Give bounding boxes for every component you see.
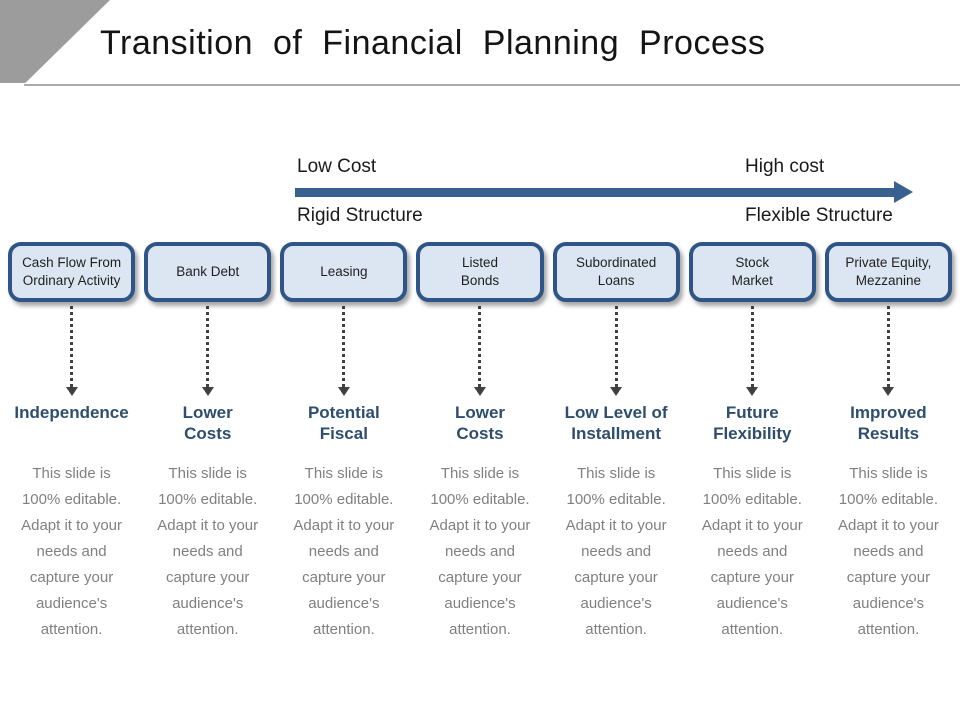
axis-label-low-cost: Low Cost <box>297 156 377 177</box>
dotted-arrow <box>65 306 78 396</box>
arrow-down-icon <box>473 387 486 396</box>
arrow-down-icon <box>610 387 623 396</box>
dotted-arrow <box>746 306 759 396</box>
placeholder-text: This slide is 100% editable. Adapt it to… <box>565 465 667 638</box>
stage-box: Cash Flow From Ordinary Activity <box>8 242 136 302</box>
stage-column-6: Stock Market Future Flexibility This sli… <box>688 242 816 643</box>
benefit-label: Lower Costs <box>454 403 506 443</box>
stage-box: Stock Market <box>688 242 816 302</box>
stage-box: Subordinated Loans <box>552 242 680 302</box>
dotted-arrow <box>882 306 895 396</box>
placeholder-text: This slide is 100% editable. Adapt it to… <box>701 465 803 638</box>
dotted-line <box>886 306 890 387</box>
arrow-down-icon <box>746 387 759 396</box>
stage-column-4: Listed Bonds Lower Costs This slide is 1… <box>416 242 544 643</box>
stage-box: Listed Bonds <box>416 242 544 302</box>
stage-box-label: Subordinated Loans <box>575 255 657 288</box>
arrow-down-icon <box>65 387 78 396</box>
stage-box-label: Stock Market <box>731 255 773 288</box>
arrow-down-icon <box>337 387 350 396</box>
placeholder-text: This slide is 100% editable. Adapt it to… <box>21 465 123 638</box>
benefit-label: Potential Fiscal <box>307 403 380 443</box>
stage-box-label: Leasing <box>320 264 368 280</box>
stage-box: Leasing <box>280 242 408 302</box>
stage-column-7: Private Equity, Mezzanine Improved Resul… <box>824 242 952 643</box>
cost-axis-arrow <box>295 181 915 203</box>
corner-accent-shape <box>0 0 110 83</box>
dotted-arrow <box>473 306 486 396</box>
placeholder-text: This slide is 100% editable. Adapt it to… <box>429 465 531 638</box>
dotted-line <box>70 306 74 387</box>
stage-column-1: Cash Flow From Ordinary Activity Indepen… <box>8 242 136 643</box>
dotted-line <box>206 306 210 387</box>
dotted-arrow <box>201 306 214 396</box>
dotted-line <box>342 306 346 387</box>
placeholder-text: This slide is 100% editable. Adapt it to… <box>837 465 939 638</box>
arrow-right-icon <box>894 181 913 203</box>
page-title: Transition of Financial Planning Process <box>100 24 766 62</box>
stage-box: Bank Debt <box>144 242 272 302</box>
stages-grid: Cash Flow From Ordinary Activity Indepen… <box>8 242 952 643</box>
benefit-label: Lower Costs <box>182 403 233 443</box>
dotted-arrow <box>337 306 350 396</box>
axis-label-rigid-structure: Rigid Structure <box>297 205 423 226</box>
arrow-down-icon <box>882 387 895 396</box>
axis-label-flexible-structure: Flexible Structure <box>745 205 893 226</box>
arrow-shaft <box>295 188 894 197</box>
benefit-label: Low Level of Installment <box>564 403 668 443</box>
title-divider <box>24 84 960 86</box>
stage-column-5: Subordinated Loans Low Level of Installm… <box>552 242 680 643</box>
placeholder-text: This slide is 100% editable. Adapt it to… <box>157 465 259 638</box>
stage-column-2: Bank Debt Lower Costs This slide is 100%… <box>144 242 272 643</box>
benefit-label: Independence <box>14 403 129 422</box>
axis-label-high-cost: High cost <box>745 156 825 177</box>
dotted-line <box>614 306 618 387</box>
placeholder-text: This slide is 100% editable. Adapt it to… <box>293 465 395 638</box>
stage-box-label: Listed Bonds <box>460 255 500 288</box>
stage-box: Private Equity, Mezzanine <box>824 242 952 302</box>
stage-box-label: Cash Flow From Ordinary Activity <box>22 255 122 288</box>
benefit-label: Future Flexibility <box>713 403 792 443</box>
benefit-label: Improved Results <box>850 403 927 443</box>
dotted-arrow <box>610 306 623 396</box>
dotted-line <box>478 306 482 387</box>
stage-column-3: Leasing Potential Fiscal This slide is 1… <box>280 242 408 643</box>
stage-box-label: Private Equity, Mezzanine <box>845 255 932 288</box>
arrow-down-icon <box>201 387 214 396</box>
dotted-line <box>750 306 754 387</box>
stage-box-label: Bank Debt <box>176 264 240 280</box>
